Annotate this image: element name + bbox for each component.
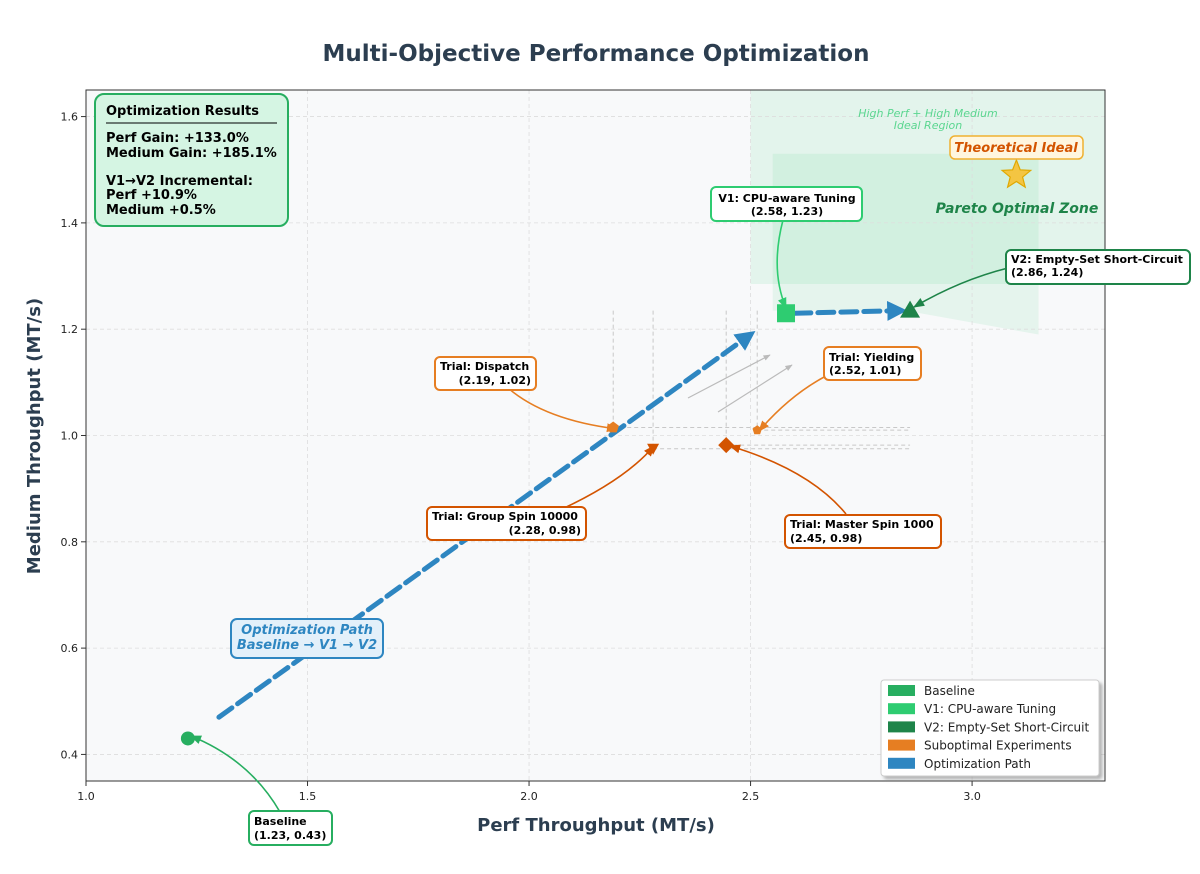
annotation-v2: V2: Empty-Set Short-Circuit (2.86, 1.24) [1005,249,1191,285]
svg-text:Trial: Group Spin 10000: Trial: Group Spin 10000 [432,510,578,523]
annotation-v1: V1: CPU-aware Tuning (2.58, 1.23) [710,186,863,222]
x-tick-label: 2.0 [520,790,538,803]
results-line-1: Perf Gain: +133.0% [106,131,249,146]
legend-label: Baseline [924,684,975,698]
trend-arrows [687,354,793,413]
svg-text:(2.52, 1.01): (2.52, 1.01) [829,364,901,377]
data-points [180,300,921,746]
pareto-zone-shade [772,153,1039,335]
x-tick-label: 3.0 [963,790,981,803]
svg-text:(2.28, 0.98): (2.28, 0.98) [509,524,581,537]
svg-text:(1.23, 0.43): (1.23, 0.43) [254,829,326,842]
svg-text:(2.58, 1.23): (2.58, 1.23) [751,205,823,218]
svg-text:V1: CPU-aware Tuning: V1: CPU-aware Tuning [718,192,855,205]
svg-text:Theoretical Ideal: Theoretical Ideal [954,141,1078,156]
legend-swatch [888,757,915,769]
annotation-dispatch: Trial: Dispatch (2.19, 1.02) [434,356,537,391]
legend-swatch [888,685,915,696]
point-dispatch [607,421,619,433]
legend-swatch [888,703,915,715]
x-tick-label: 1.5 [299,790,317,803]
x-tick-label: 1.0 [77,790,95,803]
ideal-region-line1: High Perf + High Medium [858,107,998,120]
y-tick-label: 0.8 [61,536,79,549]
legend-swatch [888,739,915,751]
point-v2 [900,300,921,318]
y-tick-label: 1.0 [61,430,79,443]
results-line-2: Medium Gain: +185.1% [106,146,277,161]
svg-text:Trial: Master Spin 1000: Trial: Master Spin 1000 [790,518,934,531]
theoretical-ideal-label: Theoretical Ideal [949,135,1084,160]
point-groupspin [647,443,660,455]
results-line-6: Medium +0.5% [106,203,216,218]
annotation-connectors [189,219,1009,813]
point-baseline [180,731,195,746]
svg-text:V2: Empty-Set Short-Circuit: V2: Empty-Set Short-Circuit [1011,253,1183,266]
svg-text:Trial: Yielding: Trial: Yielding [829,351,914,364]
chart-title: Multi-Objective Performance Optimization [323,41,870,67]
x-axis-label: Perf Throughput (MT/s) [477,815,715,836]
theoretical-ideal-star-icon [1000,158,1033,189]
y-axis-label: Medium Throughput (MT/s) [24,298,45,574]
x-axis-ticks: 1.0 1.5 2.0 2.5 3.0 [77,781,981,803]
results-line-4: V1→V2 Incremental: [106,174,253,189]
pareto-zone-label: Pareto Optimal Zone [936,201,1099,217]
y-tick-label: 1.2 [61,323,79,336]
svg-text:(2.45, 0.98): (2.45, 0.98) [790,532,862,545]
svg-text:Optimization Path: Optimization Path [241,623,373,638]
svg-text:Baseline: Baseline [254,815,307,828]
y-tick-label: 0.4 [61,748,79,761]
annotation-baseline: Baseline (1.23, 0.43) [248,810,333,846]
results-line-5: Perf +10.9% [106,188,197,203]
y-tick-label: 0.6 [61,642,79,655]
svg-text:(2.19, 1.02): (2.19, 1.02) [459,374,531,387]
ideal-region-line2: Ideal Region [894,119,962,132]
legend-label: Optimization Path [924,757,1031,771]
point-yielding [752,425,762,435]
svg-text:(2.86, 1.24): (2.86, 1.24) [1011,266,1083,279]
svg-text:Baseline → V1 → V2: Baseline → V1 → V2 [237,638,377,653]
x-tick-label: 2.5 [742,790,760,803]
optimization-results-box: Optimization Results Perf Gain: +133.0% … [94,93,289,227]
annotation-group-spin: Trial: Group Spin 10000 (2.28, 0.98) [426,506,587,541]
legend-label: V2: Empty-Set Short-Circuit [924,720,1089,734]
svg-text:Trial: Dispatch: Trial: Dispatch [440,360,529,373]
annotation-yielding: Trial: Yielding (2.52, 1.01) [823,346,922,381]
optimization-path-segment-2 [792,300,908,321]
point-masterspin [718,437,735,454]
results-title: Optimization Results [106,104,259,119]
legend-swatch [888,721,915,733]
y-tick-label: 1.6 [61,111,79,124]
annotation-master-spin: Trial: Master Spin 1000 (2.45, 0.98) [784,514,942,549]
legend-label: V1: CPU-aware Tuning [924,702,1056,716]
legend-label: Suboptimal Experiments [924,739,1072,753]
point-v1 [777,304,796,323]
optimization-path-label: Optimization Path Baseline → V1 → V2 [230,618,384,659]
y-axis-ticks: 0.4 0.6 0.8 1.0 1.2 1.4 1.6 [61,111,86,761]
y-tick-label: 1.4 [61,217,79,230]
